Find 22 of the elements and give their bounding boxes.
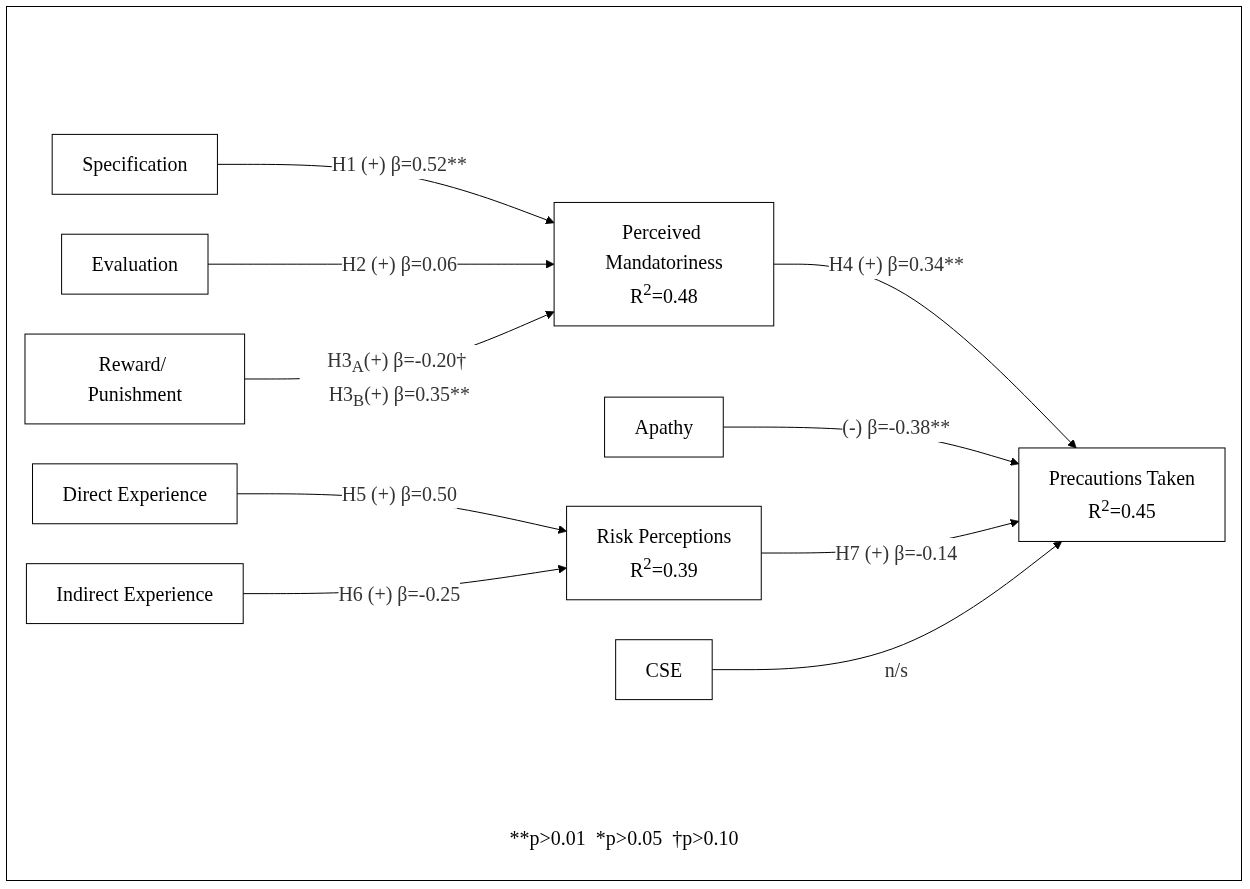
node-box: Indirect Experience	[25, 563, 244, 625]
node-box: Direct Experience	[32, 463, 238, 525]
node-box: Precautions Taken R$^{2}$=0.45	[1018, 447, 1226, 542]
arrow	[773, 263, 1077, 449]
edge-label: H6 (+) β=-0.25	[338, 582, 461, 605]
edge-label: H2 (+) β=0.06	[341, 253, 458, 276]
edge-label: H3$_{A}$(+) β=-0.20† H3$_{B}$(+) β=0.35**	[327, 349, 471, 410]
node-box: Specification	[51, 133, 218, 195]
edge-label: n/s	[884, 658, 908, 681]
edge-label: H4 (+) β=0.34**	[828, 253, 964, 276]
edge-label: H7 (+) β=-0.14	[835, 542, 958, 564]
node-box: Evaluation	[61, 233, 209, 295]
node-box: Reward/ Punishment	[24, 333, 246, 425]
arrow	[711, 541, 1062, 671]
edge-label: H1 (+) β=0.52**	[331, 153, 467, 176]
edge-label: H5 (+) β=0.50	[341, 482, 458, 505]
significance-note: **p>0.01 *p>0.05 †p>0.10	[509, 827, 739, 849]
edge-label: (-) β=-0.38**	[842, 416, 951, 439]
node-box: Apathy	[604, 396, 724, 458]
node-box: Perceived Mandatoriness R$^{2}$=0.48	[553, 201, 775, 327]
node-box: Risk Perceptions R$^{2}$=0.39	[566, 505, 762, 601]
node-box: CSE	[615, 639, 713, 701]
